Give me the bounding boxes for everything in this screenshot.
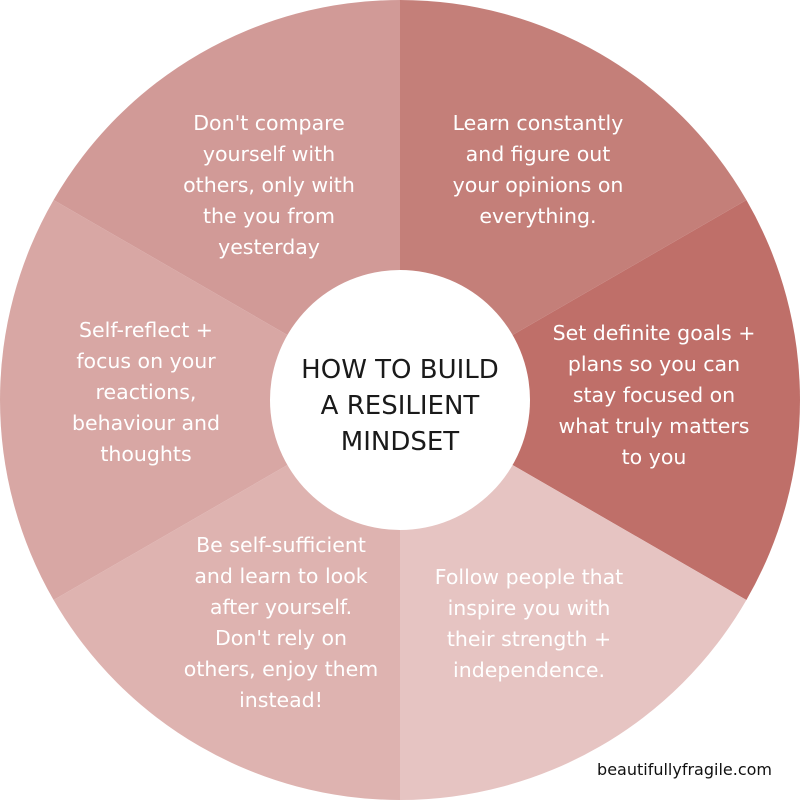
- center-title: HOW TO BUILD A RESILIENT MINDSET: [301, 355, 499, 457]
- segment-text-top-left: Don't compare yourself with others, only…: [183, 111, 355, 259]
- segment-top-right: [400, 0, 747, 400]
- segment-right: [400, 200, 800, 600]
- center-circle: [270, 270, 530, 530]
- segment-bottom-right: [400, 400, 747, 800]
- segment-text-bottom-right: Follow people that inspire you with thei…: [434, 565, 624, 682]
- segment-text-left: Self-reflect + focus on your reactions, …: [71, 318, 221, 466]
- segment-text-bottom-left: Be self-sufficient and learn to look aft…: [183, 533, 379, 712]
- segment-bottom-left: [53, 400, 401, 800]
- segment-text-top-right: Learn constantly and figure out your opi…: [452, 111, 624, 228]
- segment-left: [0, 200, 400, 600]
- segment-text-right: Set definite goals + plans so you can st…: [552, 321, 756, 469]
- segment-top-left: [53, 0, 401, 400]
- footer-website: beautifullyfragile.com: [597, 760, 772, 779]
